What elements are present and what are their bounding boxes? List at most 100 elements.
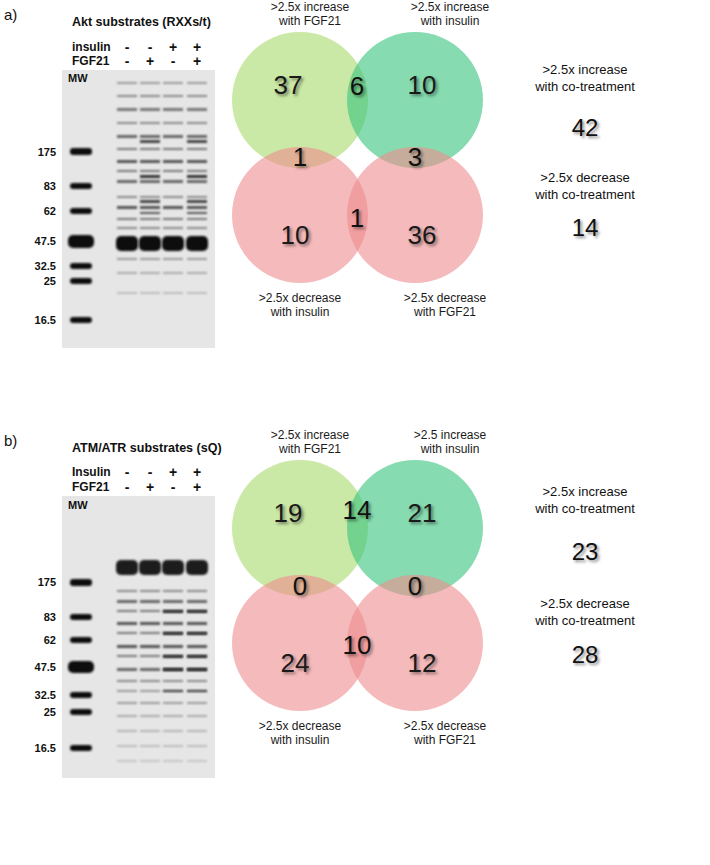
treatment-sign: + bbox=[169, 39, 177, 55]
co-treatment-count: 28 bbox=[572, 641, 599, 669]
blot-band bbox=[70, 745, 92, 751]
mw-marker: 83 bbox=[44, 611, 56, 623]
panel-letter: a) bbox=[4, 6, 17, 23]
mw-marker: 25 bbox=[44, 706, 56, 718]
co-treatment-label: >2.5x decrease with co-treatment bbox=[532, 595, 638, 629]
blot-band bbox=[139, 82, 161, 294]
blot-band bbox=[62, 496, 215, 778]
set-heading: >2.5x decrease with insulin bbox=[253, 291, 347, 319]
mw-marker: 62 bbox=[44, 205, 56, 217]
blot-band bbox=[163, 610, 183, 692]
treatment-sign: - bbox=[125, 39, 130, 55]
blot-band bbox=[162, 82, 184, 294]
treatment-sign: + bbox=[193, 39, 201, 55]
blot-band bbox=[116, 560, 138, 762]
mw-marker: 16.5 bbox=[35, 314, 56, 326]
co-treatment-count: 42 bbox=[572, 114, 599, 142]
treatment-sign: + bbox=[146, 479, 154, 495]
count-number: 24 bbox=[270, 648, 320, 678]
western-blot bbox=[62, 496, 215, 778]
treatment-sign: - bbox=[125, 464, 130, 480]
venn-set: >2.5x increase with insulin10 bbox=[347, 0, 483, 100]
treatment-sign: + bbox=[193, 479, 201, 495]
blot-band bbox=[70, 692, 92, 698]
mw-marker: 83 bbox=[44, 180, 56, 192]
set-heading: >2.5x increase with FGF21 bbox=[263, 0, 357, 28]
treatment-sign: - bbox=[171, 53, 176, 69]
blot-band bbox=[186, 560, 208, 762]
blot-band bbox=[70, 148, 92, 155]
blot-band bbox=[186, 82, 208, 294]
set-heading: >2.5x increase with FGF21 bbox=[263, 428, 357, 456]
western-blot bbox=[62, 70, 215, 348]
blot-band bbox=[116, 82, 138, 294]
treatment-sign: + bbox=[146, 53, 154, 69]
count-number: 19 bbox=[263, 498, 313, 528]
co-treatment-count: 23 bbox=[572, 538, 599, 566]
treatment-sign: + bbox=[169, 464, 177, 480]
treatment-label: insulin bbox=[72, 40, 111, 54]
overlap-count: 6 bbox=[350, 71, 364, 101]
overlap-count: 3 bbox=[408, 142, 422, 172]
count-number: 21 bbox=[397, 498, 447, 528]
mw-heading: MW bbox=[68, 499, 88, 511]
blot-band bbox=[140, 140, 160, 214]
blot-band bbox=[70, 208, 92, 214]
blot-band bbox=[139, 560, 161, 762]
mw-marker: 47.5 bbox=[35, 235, 56, 247]
blot-title: Akt substrates (RXXs/t) bbox=[72, 15, 211, 29]
venn-set: >2.5x increase with FGF21 37 bbox=[232, 0, 368, 100]
blot-lane bbox=[116, 82, 208, 294]
overlap-count: 0 bbox=[293, 571, 307, 601]
blot-band bbox=[68, 235, 94, 248]
count-number: 10 bbox=[270, 220, 320, 250]
panel-letter: b) bbox=[4, 432, 17, 449]
treatment-sign: - bbox=[148, 39, 153, 55]
overlap-count: 10 bbox=[343, 630, 372, 660]
treatment-sign: - bbox=[171, 479, 176, 495]
blot-lane bbox=[116, 560, 208, 762]
blot-band bbox=[70, 614, 92, 620]
treatment-sign: + bbox=[193, 53, 201, 69]
blot-band bbox=[187, 610, 207, 692]
ladder-band bbox=[68, 579, 94, 751]
blot-band bbox=[70, 709, 92, 715]
overlap-count: 1 bbox=[293, 142, 307, 172]
treatment-sign: - bbox=[148, 464, 153, 480]
mw-marker: 25 bbox=[44, 275, 56, 287]
blot-band bbox=[70, 637, 92, 643]
count-number: 10 bbox=[397, 70, 447, 100]
set-heading: >2.5 increase with insulin bbox=[403, 428, 497, 456]
set-heading: >2.5x decrease with FGF21 bbox=[398, 291, 492, 319]
co-treatment-label: >2.5x increase with co-treatment bbox=[532, 61, 638, 95]
ladder-band bbox=[68, 148, 94, 323]
blot-band bbox=[162, 560, 184, 762]
blot-band bbox=[70, 263, 92, 269]
blot-band bbox=[187, 140, 207, 214]
treatment-label: FGF21 bbox=[72, 480, 109, 494]
set-heading: >2.5x decrease with FGF21 bbox=[398, 719, 492, 747]
mw-marker: 62 bbox=[44, 634, 56, 646]
count-number: 36 bbox=[397, 220, 447, 250]
co-treatment-label: >2.5x increase with co-treatment bbox=[532, 483, 638, 517]
mw-heading: MW bbox=[68, 72, 88, 84]
treatment-label: FGF21 bbox=[72, 54, 109, 68]
co-treatment-count: 14 bbox=[572, 214, 599, 242]
mw-marker: 47.5 bbox=[35, 661, 56, 673]
blot-band bbox=[70, 579, 92, 586]
overlap-count: 14 bbox=[343, 495, 372, 525]
treatment-sign: + bbox=[193, 464, 201, 480]
set-heading: >2.5x increase with insulin bbox=[403, 0, 497, 28]
mw-marker: 32.5 bbox=[35, 260, 56, 272]
blot-band bbox=[70, 317, 92, 323]
treatment-sign: - bbox=[125, 53, 130, 69]
blot-title: ATM/ATR substrates (sQ) bbox=[72, 441, 222, 455]
blot-band bbox=[70, 278, 92, 284]
count-number: 37 bbox=[263, 70, 313, 100]
venn-set: >2.5x decrease with insulin 10 bbox=[232, 147, 368, 319]
blot-band bbox=[70, 183, 92, 189]
venn-set: >2.5x decrease with FGF2136 bbox=[347, 147, 483, 319]
treatment-label: Insulin bbox=[72, 465, 111, 479]
co-treatment-label: >2.5x decrease with co-treatment bbox=[532, 169, 638, 203]
overlap-count: 0 bbox=[408, 571, 422, 601]
